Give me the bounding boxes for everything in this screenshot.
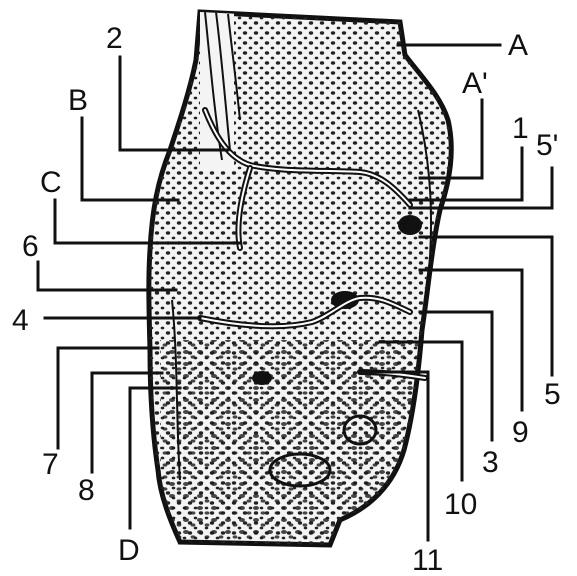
label-B: B — [68, 84, 88, 117]
label-1: 1 — [512, 112, 529, 145]
leader-3 — [420, 312, 492, 440]
leader-7 — [58, 348, 158, 448]
leader-9 — [420, 270, 522, 410]
label-A: A — [508, 29, 528, 62]
bone-body — [140, 10, 460, 550]
leader-5 — [420, 237, 552, 375]
label-C: C — [40, 166, 62, 199]
label-D: D — [118, 534, 140, 567]
label-5: 5 — [544, 378, 561, 411]
label-2: 2 — [106, 22, 123, 55]
label-5-prime: 5' — [536, 129, 558, 162]
label-7: 7 — [42, 448, 59, 481]
label-4: 4 — [12, 304, 29, 337]
label-A-prime: A' — [462, 67, 488, 100]
label-10: 10 — [444, 488, 477, 521]
label-9: 9 — [512, 416, 529, 449]
label-8: 8 — [78, 474, 95, 507]
label-3: 3 — [482, 446, 499, 479]
label-6: 6 — [22, 230, 39, 263]
label-11: 11 — [412, 544, 443, 576]
